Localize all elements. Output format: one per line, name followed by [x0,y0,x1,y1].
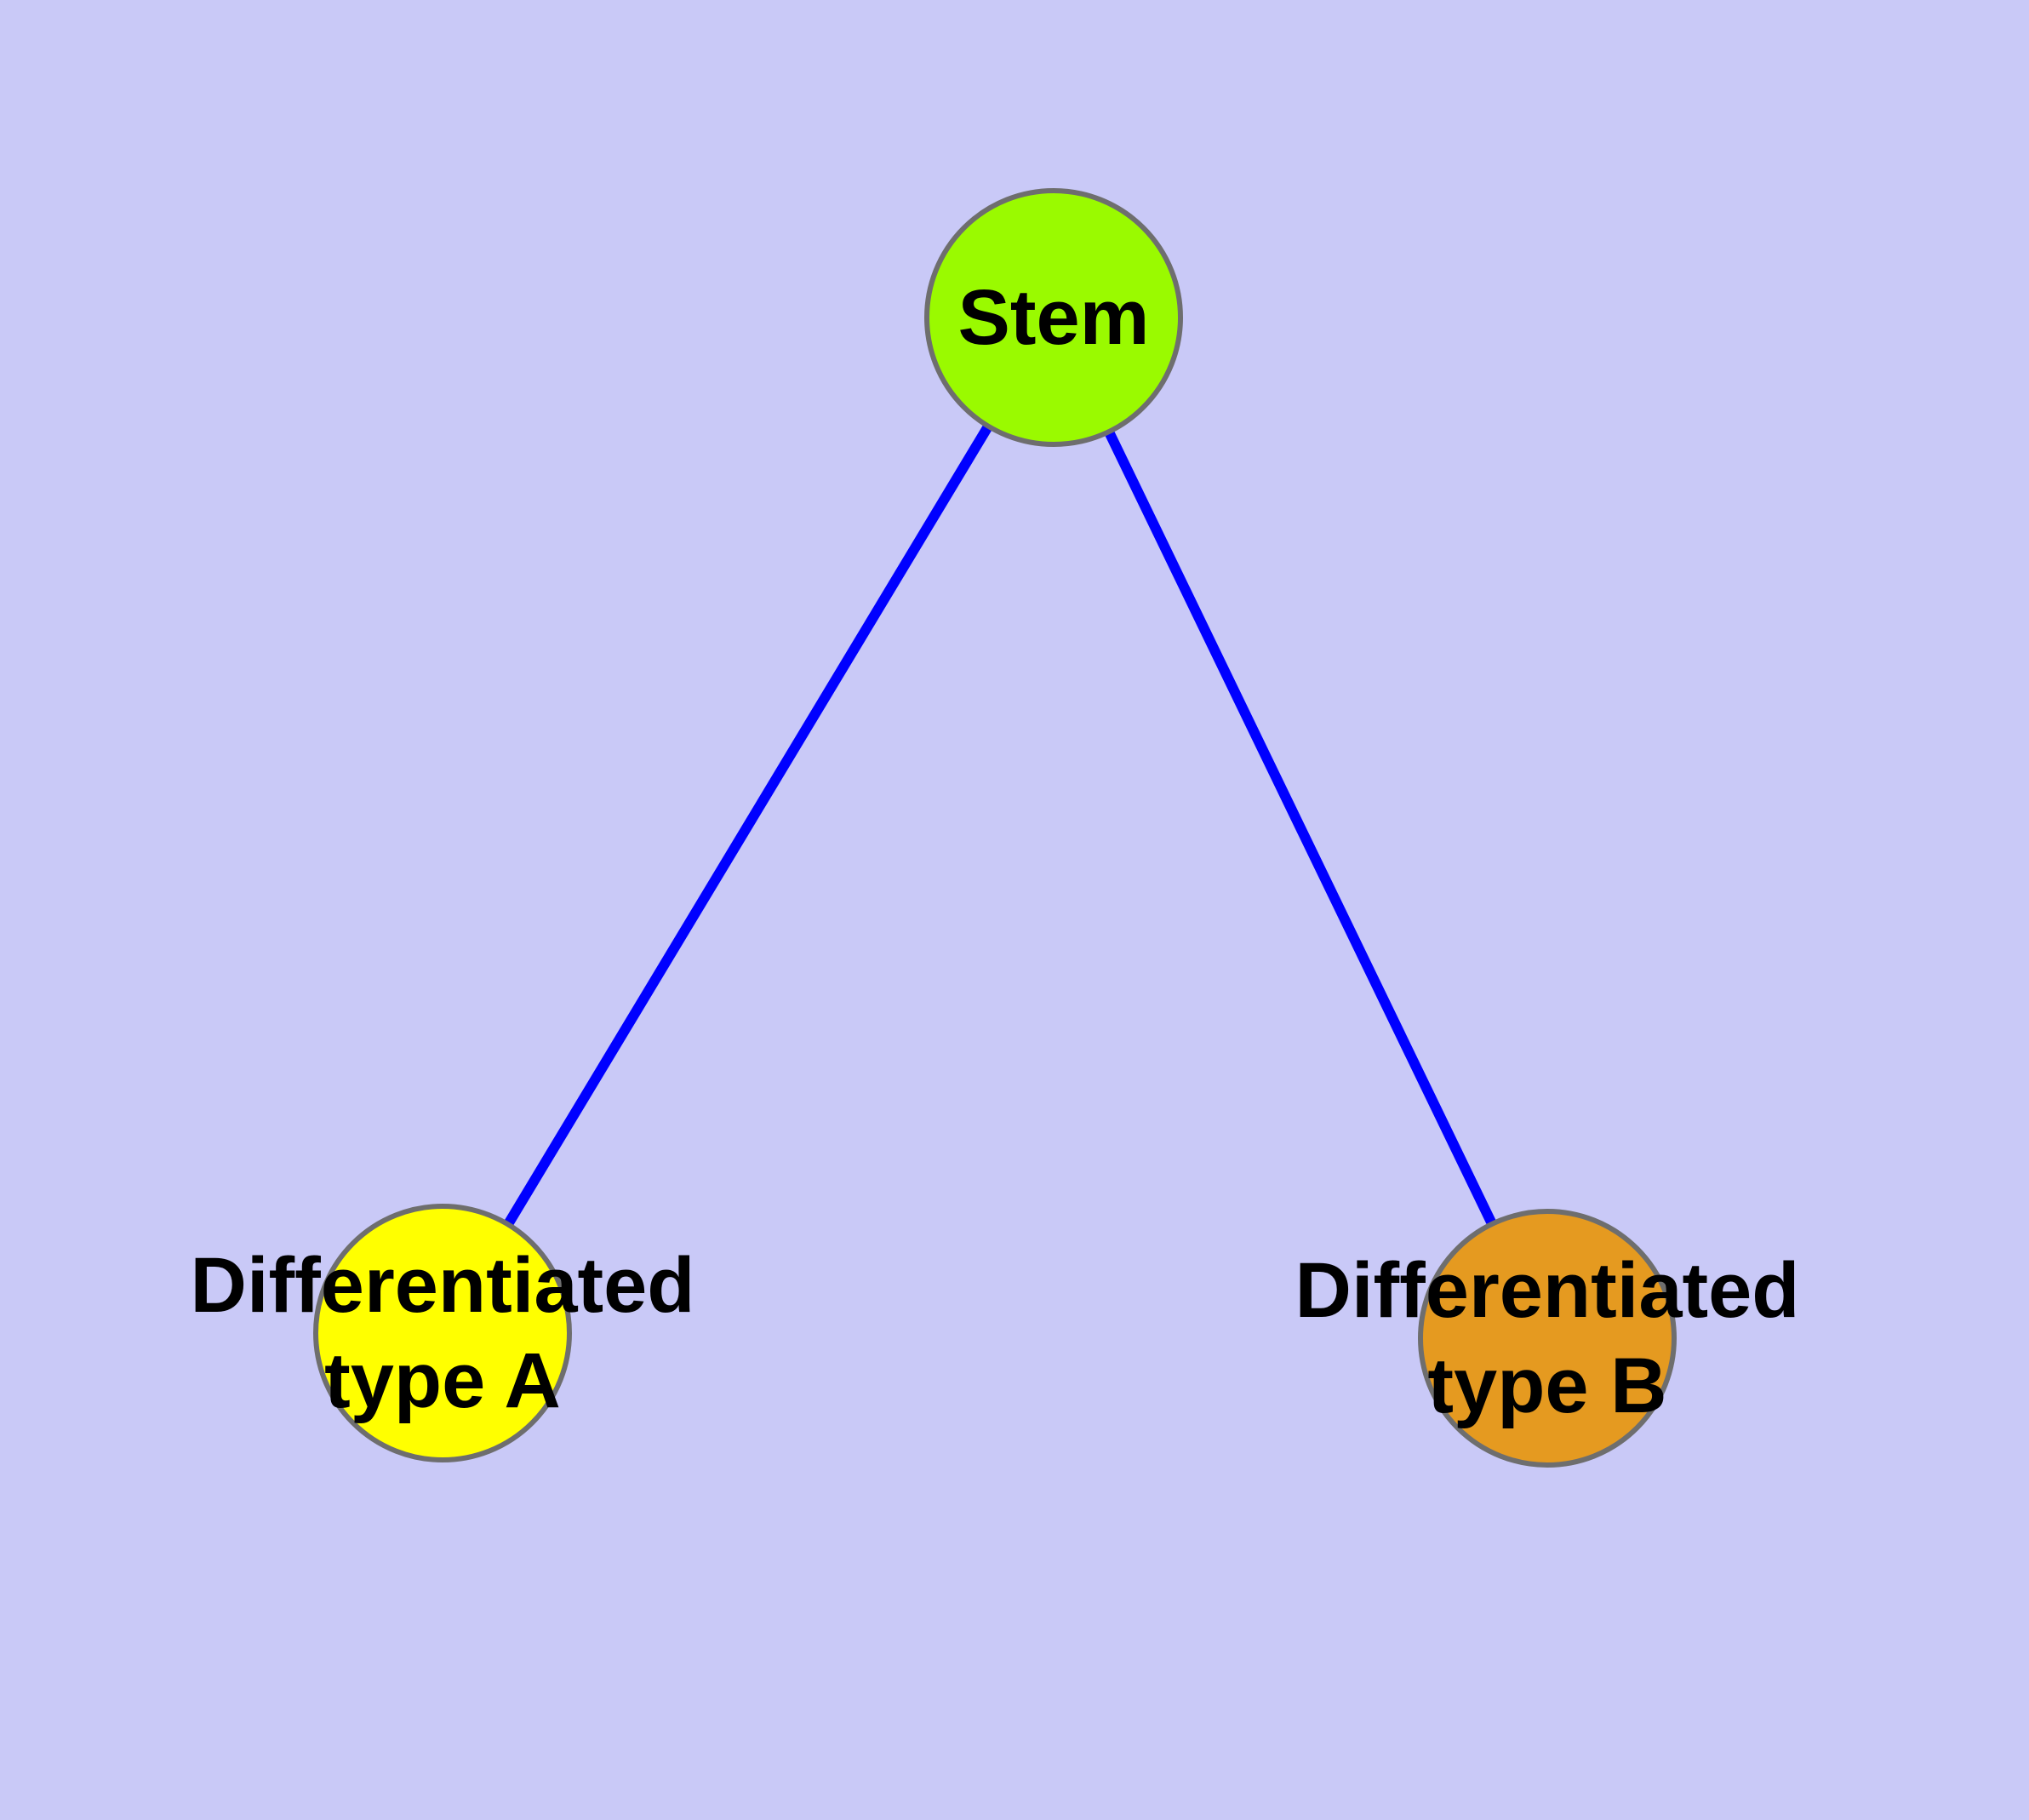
edge-stem-to-type-b [1049,315,1552,1341]
node-stem-label: Stem [958,274,1150,361]
edge-stem-to-type-a [437,314,1059,1336]
node-type-b-circle [1418,1209,1677,1468]
node-stem-circle [924,188,1183,447]
node-type-a-label-line2: type A [324,1337,561,1424]
node-type-a-label-line1: Differentiated [191,1242,695,1329]
node-type-b-label-line2: type B [1427,1342,1666,1429]
node-type-b-label-line1: Differentiated [1295,1247,1800,1334]
node-type-a-circle [313,1204,572,1462]
